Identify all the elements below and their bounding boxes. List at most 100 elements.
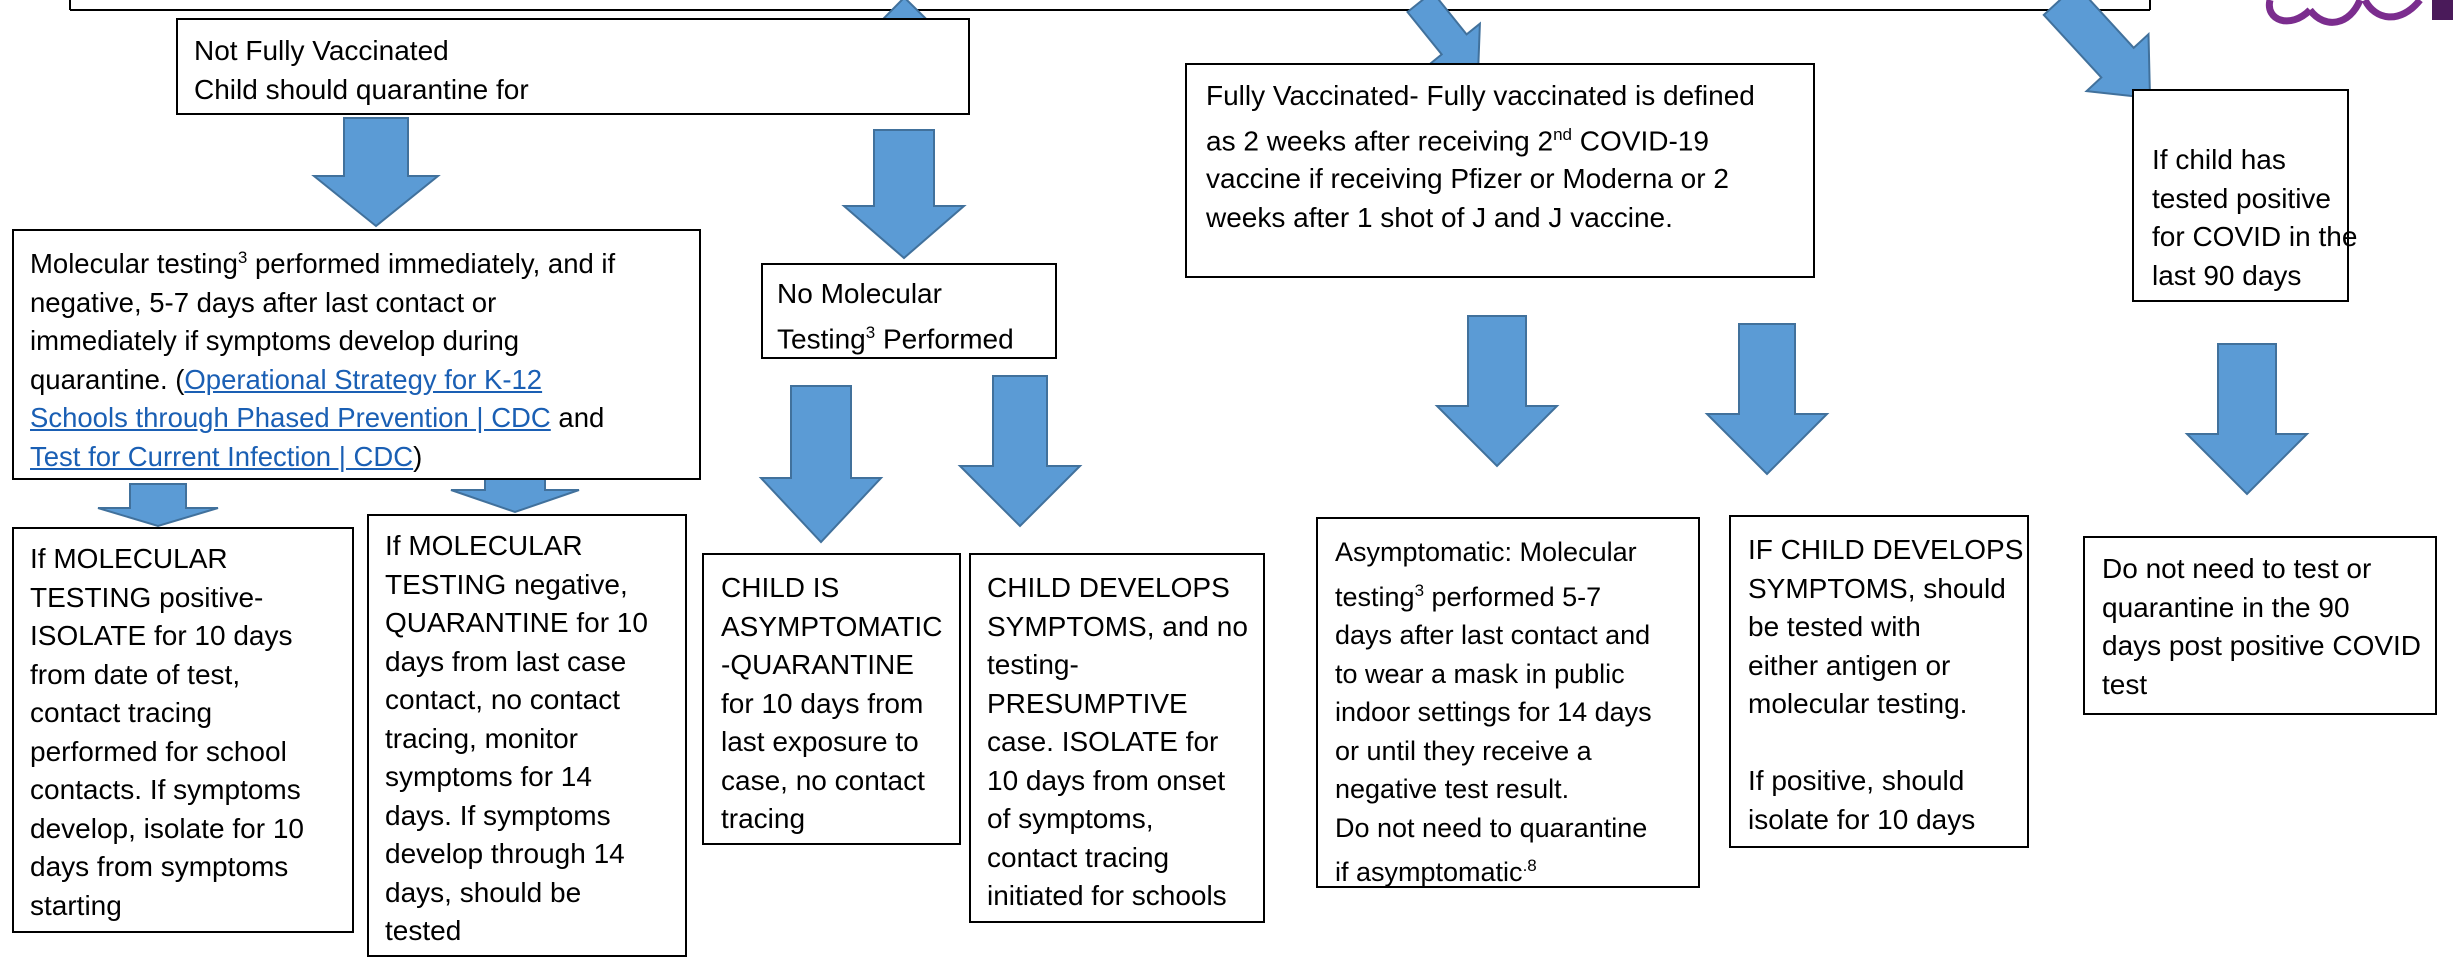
asymptomatic-line-5: indoor settings for 14 days	[1335, 697, 1652, 727]
asymptomatic-text: performed 5-7	[1424, 581, 1602, 612]
molecular-testing-text: )	[413, 440, 423, 472]
no-molecular-text: Performed	[875, 322, 1014, 354]
box-molecular-negative: If MOLECULAR TESTING negative, QUARANTINE …	[367, 514, 687, 957]
box-text-line: IF CHILD DEVELOPS	[1748, 534, 2024, 565]
molecular-testing-line-2: negative, 5-7 days after last contact or	[30, 286, 497, 318]
box-text-line: ISOLATE for 10 days	[30, 620, 293, 651]
fully-vaccinated-line-2: as 2 weeks after receiving 2nd COVID-19	[1206, 116, 1794, 161]
box-text-line: If child has	[2152, 144, 2286, 175]
not-vaccinated-title: Not Fully Vaccinated	[194, 35, 449, 66]
box-text-line: ASYMPTOMATIC	[721, 610, 943, 642]
footnote-ref: 3	[1414, 580, 1425, 600]
box-text-line: testing-	[987, 649, 1079, 680]
molecular-testing-line-6: Test for Current Infection | CDC)	[30, 438, 683, 477]
fully-vaccinated-line-4: weeks after 1 shot of J and J vaccine.	[1206, 201, 1673, 233]
box-text-line: If MOLECULAR	[30, 543, 228, 574]
arrow-to-child-asymptomatic	[758, 385, 884, 544]
asymptomatic-line-6: or until they receive a	[1335, 735, 1592, 766]
asymptomatic-line-1: Asymptomatic: Molecular	[1335, 537, 1637, 567]
footnote-ref: .8	[1522, 856, 1537, 875]
box-text-line: isolate for 10 days	[1748, 803, 1976, 835]
operational-strategy-link-cont[interactable]: Schools through Phased Prevention | CDC	[30, 402, 551, 434]
box-not-fully-vaccinated: Not Fully Vaccinated Child should quaran…	[176, 18, 970, 115]
box-fully-vaccinated: Fully Vaccinated- Fully vaccinated is de…	[1185, 63, 1815, 278]
asymptomatic-line-2: testing3 performed 5-7	[1335, 572, 1681, 617]
molecular-testing-text: Molecular testing	[30, 248, 238, 280]
box-text-line: contact, no contact	[385, 684, 621, 715]
box-text-line: initiated for schools	[987, 880, 1227, 911]
fully-vaccinated-line-1: Fully Vaccinated- Fully vaccinated is de…	[1206, 80, 1755, 111]
molecular-testing-line-5: Schools through Phased Prevention | CDC …	[30, 399, 683, 438]
box-text-line: CHILD DEVELOPS	[987, 572, 1230, 603]
arrow-to-no-test-needed	[2184, 343, 2310, 496]
box-text-line: PRESUMPTIVE	[987, 687, 1188, 719]
footnote-ref: 3	[237, 248, 248, 267]
fully-vaccinated-line-3: vaccine if receiving Pfizer or Moderna o…	[1206, 163, 1729, 195]
asymptomatic-line-9: if asymptomatic.8	[1335, 847, 1681, 892]
box-child-develops-symptoms: CHILD DEVELOPS SYMPTOMS, and no testing- PR…	[969, 553, 1265, 923]
arrow-to-molecular-positive	[97, 483, 219, 528]
box-text-line: from date of test,	[30, 658, 241, 690]
footnote-ref: 3	[865, 322, 876, 342]
box-text-line: tested positive	[2152, 182, 2331, 214]
box-molecular-testing: Molecular testing3 performed immediately…	[12, 229, 701, 480]
arrow-to-no-molecular-box	[841, 129, 967, 260]
box-text-line: tracing	[721, 803, 806, 834]
box-text-line: symptoms for 14	[385, 761, 592, 792]
child-symptoms-text: CHILD DEVELOPS SYMPTOMS, and no testing- PR…	[987, 569, 1248, 916]
box-text-line: 10 days from onset	[987, 764, 1226, 796]
box-text-line	[1748, 724, 2010, 763]
box-text-line: case. ISOLATE for	[987, 726, 1219, 757]
box-text-line: tracing, monitor	[385, 722, 578, 754]
molecular-negative-text: If MOLECULAR TESTING negative, QUARANTINE …	[385, 527, 669, 951]
box-text-line: QUARANTINE for 10	[385, 607, 648, 638]
operational-strategy-link[interactable]: Operational Strategy for K-12	[184, 363, 543, 395]
asymptomatic-text: testing	[1335, 581, 1415, 612]
molecular-testing-line-4: quarantine. (Operational Strategy for K-…	[30, 361, 683, 400]
asymptomatic-line-7: negative test result.	[1335, 774, 1570, 804]
arrow-to-child-symptoms	[957, 375, 1083, 528]
molecular-testing-text: quarantine. (	[30, 363, 185, 395]
box-text-line: CHILD IS	[721, 572, 840, 603]
box-text-line: If MOLECULAR	[385, 530, 583, 561]
molecular-testing-line-3: immediately if symptoms develop during	[30, 325, 520, 357]
box-text-line: days. If symptoms	[385, 799, 611, 831]
box-asymptomatic-vaccinated: Asymptomatic: Molecular testing3 perform…	[1316, 517, 1700, 888]
arrow-to-tested-positive	[2042, 0, 2152, 100]
fully-vaccinated-text: COVID-19	[1571, 124, 1709, 156]
box-text-line: contact tracing	[987, 841, 1170, 873]
box-text-line: tested	[385, 915, 462, 946]
box-text-line: develop through 14	[385, 838, 625, 869]
box-text-line: -QUARANTINE	[721, 649, 914, 680]
box-text-line: days from symptoms	[30, 851, 289, 882]
box-text-line: test	[2102, 668, 2148, 700]
box-no-molecular-testing: No Molecular Testing3 Performed	[761, 263, 1057, 359]
test-current-infection-link[interactable]: Test for Current Infection | CDC	[30, 440, 414, 472]
ordinal-suffix: nd	[1553, 124, 1572, 144]
arrow-to-fully-vaccinated	[1406, 0, 1481, 76]
box-text-line: case, no contact	[721, 764, 925, 796]
asymptomatic-line-8: Do not need to quarantine	[1335, 812, 1648, 843]
arrow-to-asymptomatic-vaccinated	[1434, 315, 1560, 468]
box-text-line: last exposure to	[721, 726, 919, 757]
no-molecular-text: Testing	[777, 322, 866, 354]
not-vaccinated-subtitle: Child should quarantine for	[194, 73, 529, 105]
box-text-line: performed for school	[30, 735, 287, 767]
box-text-line: molecular testing.	[1748, 688, 1968, 719]
box-text-line: be tested with	[1748, 611, 1921, 642]
box-text-line: SYMPTOMS, and no	[987, 610, 1248, 642]
asymptomatic-line-3: days after last contact and	[1335, 620, 1651, 650]
box-text-line: TESTING negative,	[385, 568, 628, 600]
molecular-testing-text: and	[550, 402, 605, 434]
box-text-line: last 90 days	[2152, 259, 2302, 291]
